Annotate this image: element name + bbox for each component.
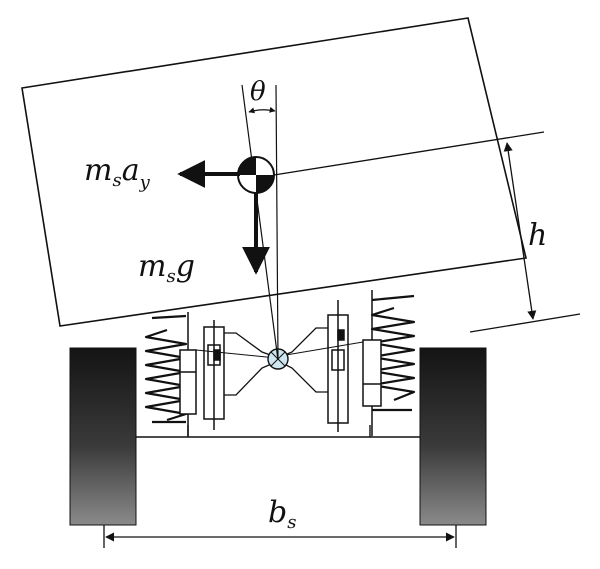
theta-label: θ [250,77,266,107]
weight-label: msg [138,249,195,287]
track-dimension [103,525,457,548]
theta-indicator [248,106,276,114]
left-wheel [69,347,137,526]
track-label: bs [268,495,296,533]
height-label: h [528,218,547,253]
height-reference [273,131,581,333]
left-spring [144,314,188,424]
center-of-gravity [237,156,275,194]
axle-frame [136,425,420,438]
right-damper [327,290,382,436]
lateral-force-label: msay [84,153,151,193]
roll-axis-lines [241,84,279,361]
left-damper [179,312,225,436]
right-wheel [419,347,487,526]
